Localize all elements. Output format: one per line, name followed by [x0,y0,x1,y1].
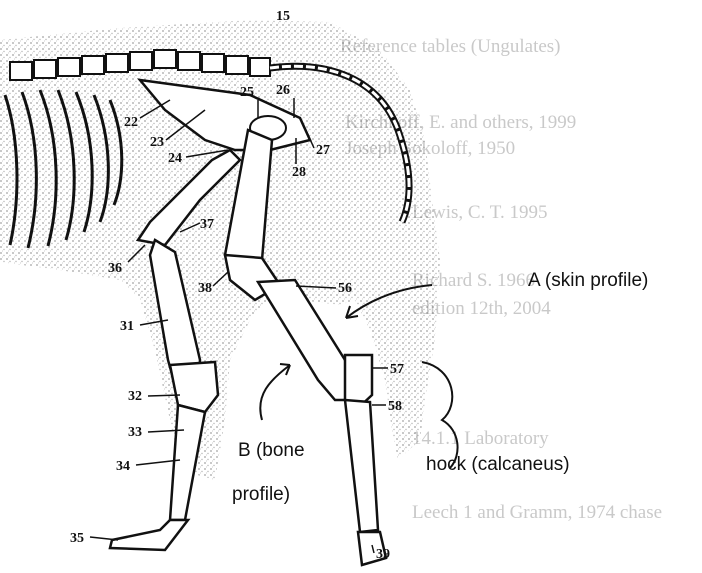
bone-label-36: 36 [108,261,122,276]
bone-label-33: 33 [128,425,142,440]
bone-label-34: 34 [116,459,130,474]
bone-label-15: 15 [276,9,290,24]
annotation-hock: hock (calcaneus) [426,454,570,476]
bone-label-58: 58 [388,399,402,414]
annotation-bone-profile-line1: B (bone [238,440,305,462]
bone-label-56: 56 [338,281,352,296]
bone-label-37: 37 [200,217,214,232]
bone-label-38: 38 [198,281,212,296]
bone-label-31: 31 [120,319,134,334]
bone-label-22: 22 [124,115,138,130]
annotation-skin-profile: A (skin profile) [528,270,648,292]
bone-label-26: 26 [276,83,290,98]
bone-label-25: 25 [240,85,254,100]
bone-label-57: 57 [390,362,404,377]
bone-label-32: 32 [128,389,142,404]
bone-label-24: 24 [168,151,182,166]
bone-label-39: 39 [376,547,390,562]
bone-label-27: 27 [316,143,330,158]
bone-label-23: 23 [150,135,164,150]
bone-label-28: 28 [292,165,306,180]
annotation-bone-profile-line2: profile) [232,484,290,506]
arrow-bone-profile [260,365,290,420]
bone-label-35: 35 [70,531,84,546]
